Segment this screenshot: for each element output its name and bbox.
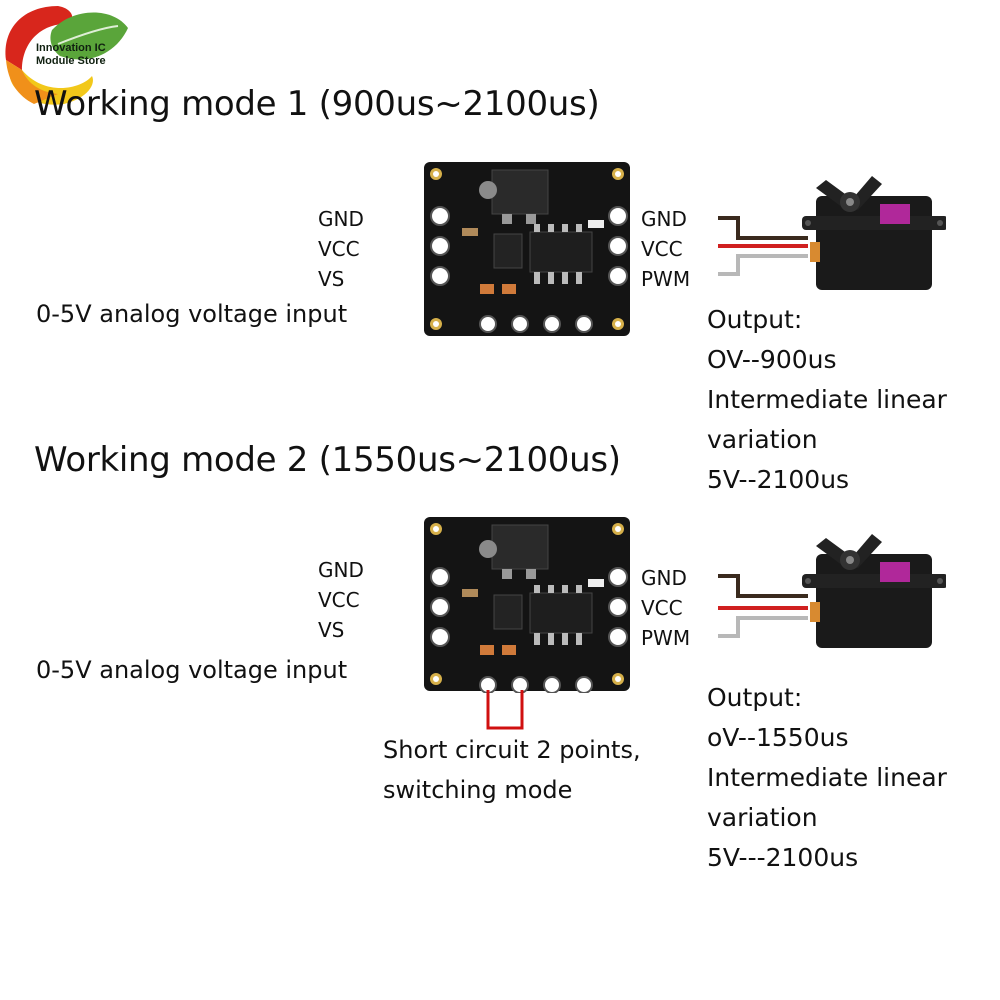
short-circuit-jumper — [480, 688, 530, 732]
mode2-right-pin-pwm: PWM — [641, 626, 691, 650]
mode2-output-line: Intermediate linear — [707, 763, 947, 792]
mode1-output-line: 5V--2100us — [707, 465, 850, 494]
mode1-pcb-module — [422, 160, 632, 338]
mode2-right-pin-gnd: GND — [641, 566, 687, 590]
mode2-title: Working mode 2 (1550us~2100us) — [34, 440, 621, 480]
mode1-left-pin-vcc: VCC — [318, 237, 360, 261]
servo-motor-icon — [802, 176, 946, 290]
mode2-right-pins: GND VCC PWM — [641, 563, 690, 653]
mode1-title: Working mode 1 (900us~2100us) — [34, 84, 600, 124]
store-logo — [0, 0, 130, 110]
mode1-right-pins: GND VCC PWM — [641, 204, 690, 294]
mode2-output-heading: Output: — [707, 683, 803, 712]
mode2-left-pins: GND VCC VS — [318, 555, 364, 645]
mode1-right-pin-gnd: GND — [641, 207, 687, 231]
mode2-left-pin-gnd: GND — [318, 558, 364, 582]
mode1-output-line: Intermediate linear — [707, 385, 947, 414]
short-circuit-note: Short circuit 2 points, switching mode — [383, 730, 641, 810]
mode1-left-pins: GND VCC VS — [318, 204, 364, 294]
mode2-output-line: variation — [707, 803, 818, 832]
mode1-output-line: variation — [707, 425, 818, 454]
short-note-line-1: Short circuit 2 points, — [383, 736, 641, 764]
mode1-output-block: Output: OV--900us Intermediate linear va… — [707, 300, 947, 500]
mode2-left-pin-vcc: VCC — [318, 588, 360, 612]
mode1-input-label: 0-5V analog voltage input — [36, 300, 348, 328]
mode2-output-line: 5V---2100us — [707, 843, 859, 872]
mode1-output-heading: Output: — [707, 305, 803, 334]
mode2-output-line: oV--1550us — [707, 723, 849, 752]
logo-line-1: Innovation IC — [36, 42, 106, 54]
logo-line-2: Module Store — [36, 55, 106, 67]
mode1-left-pin-gnd: GND — [318, 207, 364, 231]
mode2-input-label: 0-5V analog voltage input — [36, 656, 348, 684]
mode1-right-pin-vcc: VCC — [641, 237, 683, 261]
mode2-servo-wiring — [716, 528, 946, 658]
short-note-line-2: switching mode — [383, 776, 573, 804]
mode2-output-block: Output: oV--1550us Intermediate linear v… — [707, 678, 947, 878]
leaf-logo-icon — [5, 6, 128, 105]
servo-motor-icon — [802, 534, 946, 648]
mode1-right-pin-pwm: PWM — [641, 267, 691, 291]
mode2-pcb-module — [422, 515, 632, 693]
mode2-right-pin-vcc: VCC — [641, 596, 683, 620]
mode2-left-pin-vs: VS — [318, 618, 345, 642]
mode1-left-pin-vs: VS — [318, 267, 345, 291]
mode1-servo-wiring — [716, 170, 946, 300]
logo-text: Innovation IC Module Store — [36, 42, 136, 68]
mode1-output-line: OV--900us — [707, 345, 837, 374]
